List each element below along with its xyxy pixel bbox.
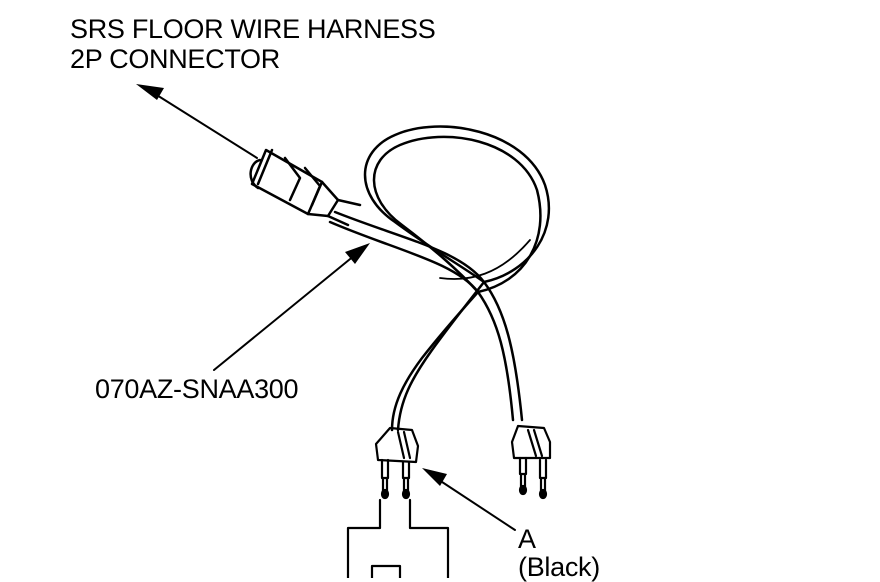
title-line-1: SRS FLOOR WIRE HARNESS <box>70 14 436 44</box>
leader-arrow-title <box>136 84 258 159</box>
callout-note: (Black) <box>518 552 600 582</box>
wire-coil <box>328 125 551 432</box>
mounting-bracket <box>346 498 450 578</box>
srs-2p-connector <box>249 148 362 227</box>
part-number-label: 070AZ-SNAA300 <box>95 374 299 404</box>
leader-arrow-part-number <box>213 243 370 371</box>
title-line-2: 2P CONNECTOR <box>70 44 280 74</box>
leader-arrow-a <box>422 468 516 531</box>
terminal-connector-a <box>374 426 420 500</box>
terminal-connector-right <box>510 424 552 500</box>
callout-letter: A <box>518 524 536 554</box>
